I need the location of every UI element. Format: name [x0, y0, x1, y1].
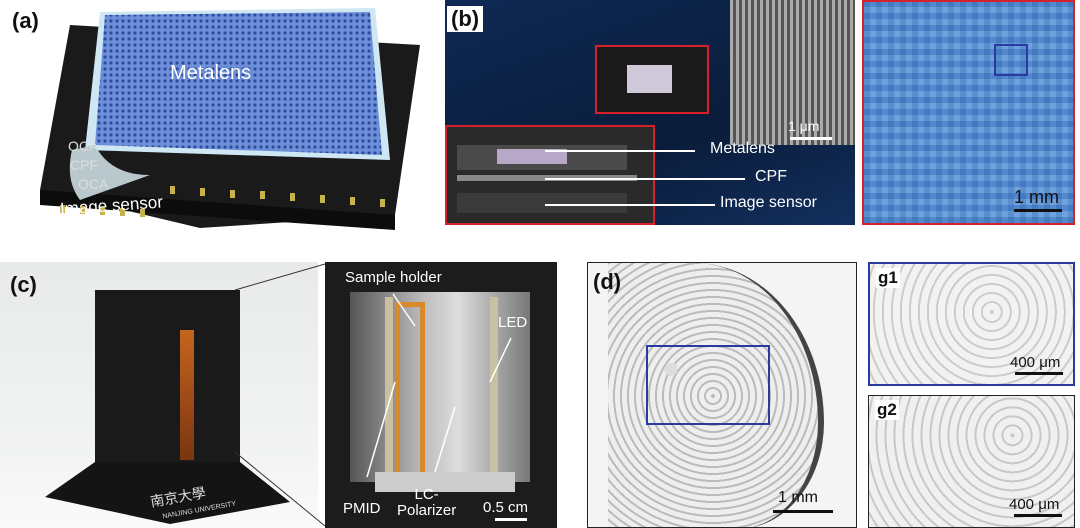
label-pmid: PMID — [343, 500, 381, 517]
scale-label-c: 0.5 cm — [483, 499, 529, 516]
label-metalens: Metalens — [170, 62, 252, 84]
panel-label-c: (c) — [10, 272, 37, 297]
panel-b-photo: 1 μm (b) Metalens CPF Image sensor — [445, 0, 855, 225]
scale-bar-b-right — [1014, 209, 1062, 212]
roi-box-d — [646, 345, 770, 425]
panel-a: (a) Metalens OCA CPF OCA Image sensor — [0, 0, 430, 235]
cross-section-inset — [445, 125, 655, 225]
scale-label-g2: 400 μm — [1009, 496, 1060, 513]
scale-label-g1: 400 μm — [1010, 354, 1061, 371]
label-lc-polarizer: LC- Polarizer — [397, 486, 457, 519]
panel-label-d: (d) — [593, 269, 622, 294]
scale-bar-g2 — [1014, 514, 1062, 517]
label-oca-bottom: OCA — [78, 176, 109, 192]
panel-label-b: (b) — [447, 6, 484, 32]
metalens-microscope-image: 1 mm — [862, 0, 1075, 225]
label-led: LED — [498, 314, 528, 331]
panel-c-device-photo: 南京大學 NANJING UNIVERSITY (c) — [0, 262, 318, 528]
panel-label-a: (a) — [12, 8, 39, 33]
sem-scale-label: 1 μm — [788, 118, 820, 134]
label-cpf: CPF — [70, 157, 98, 173]
sem-inset: 1 μm — [730, 0, 855, 145]
panel-d-tissue-image: (d) 1 mm — [587, 262, 857, 528]
panel-g1-image: g1 400 μm — [868, 262, 1075, 386]
panel-label-g1: g1 — [876, 268, 900, 288]
zoom-lines — [234, 263, 326, 527]
scale-label-b-right: 1 mm — [1014, 187, 1059, 207]
sem-scale-bar — [790, 137, 832, 140]
label-oca-top: OCA — [68, 138, 99, 154]
panel-g2-image: g2 400 μm — [868, 395, 1075, 528]
label-b-metalens: Metalens — [710, 140, 775, 157]
panel-label-g2: g2 — [875, 400, 899, 420]
label-sample-holder: Sample holder — [345, 269, 442, 286]
metalens-sensor-illustration — [40, 8, 420, 230]
scale-label-d: 1 mm — [778, 489, 818, 506]
scale-bar-c — [495, 518, 527, 521]
scale-bar-d — [773, 510, 833, 513]
label-b-cpf: CPF — [755, 168, 787, 185]
device-body — [95, 290, 240, 480]
scale-bar-g1 — [1015, 372, 1063, 375]
chip-highlight-box — [595, 45, 709, 114]
panel-c-interior-photo: Sample holder LED PMID LC- Polarizer 0.5… — [325, 262, 557, 528]
label-b-image-sensor: Image sensor — [720, 194, 817, 211]
roi-box — [994, 44, 1028, 76]
